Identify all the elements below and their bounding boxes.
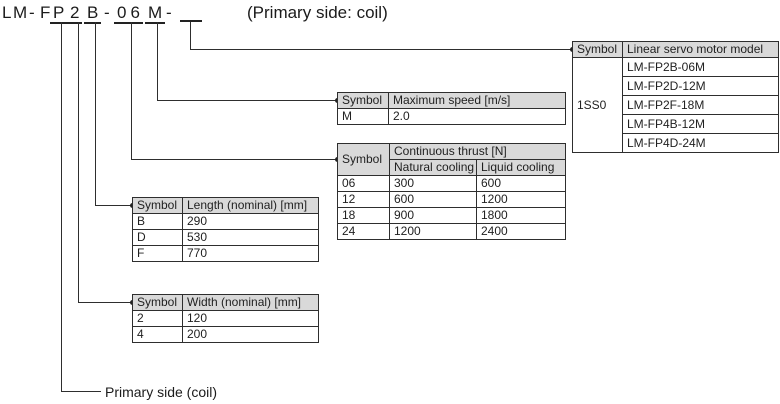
primary-side-note: (Primary side: coil) bbox=[247, 3, 388, 22]
thrust-liquid-header: Liquid cooling bbox=[475, 159, 567, 176]
thrust-natural-header: Natural cooling bbox=[389, 159, 477, 176]
table-row: D 530 bbox=[132, 229, 319, 246]
width-value-header: Width (nominal) [mm] bbox=[182, 294, 319, 311]
thrust-natural-cell: 1200 bbox=[389, 223, 477, 240]
speed-value-cell: 2.0 bbox=[388, 108, 566, 125]
length-table: Symbol Length (nominal) [mm] B 290 D 530… bbox=[132, 197, 319, 262]
code-dash: - bbox=[104, 3, 110, 22]
model-cell: LM-FP2B-06M bbox=[622, 57, 779, 77]
model-table: Symbol Linear servo motor model 1SS0 LM-… bbox=[572, 41, 779, 153]
code-char-M-speed-digit: M bbox=[145, 3, 166, 24]
speed-symbol-cell: M bbox=[337, 108, 389, 125]
connector-thrust-horizontal bbox=[131, 159, 337, 160]
connector-primary-vertical bbox=[61, 22, 62, 391]
width-symbol-cell: 4 bbox=[132, 326, 183, 343]
model-symbol-cell: 1SS0 bbox=[572, 57, 623, 153]
table-row: 4 200 bbox=[132, 326, 319, 343]
code-blank-symbol bbox=[180, 3, 202, 22]
connector-width-horizontal bbox=[78, 302, 132, 303]
table-header-row: Symbol Linear servo motor model bbox=[572, 41, 779, 58]
model-cell: LM-FP2D-12M bbox=[622, 76, 779, 96]
length-value-cell: 290 bbox=[182, 213, 319, 230]
table-header-row: Symbol Length (nominal) [mm] bbox=[132, 197, 319, 214]
connector-length-horizontal bbox=[95, 205, 132, 206]
thrust-group-header: Continuous thrust [N] bbox=[388, 143, 567, 160]
code-dash: - bbox=[166, 3, 172, 22]
thrust-symbol-cell: 12 bbox=[337, 191, 390, 208]
width-symbol-cell: 2 bbox=[132, 310, 183, 327]
length-value-header: Length (nominal) [mm] bbox=[182, 197, 319, 214]
table-header-row: Symbol Continuous thrust [N] bbox=[337, 143, 567, 176]
table-row: 1SS0 LM-FP2B-06M bbox=[572, 57, 779, 153]
code-char-M: M bbox=[13, 3, 28, 22]
table-header-row: Symbol Width (nominal) [mm] bbox=[132, 294, 319, 311]
table-row: 18 900 1800 bbox=[337, 207, 567, 224]
speed-symbol-header: Symbol bbox=[337, 92, 389, 109]
model-cell: LM-FP2F-18M bbox=[622, 95, 779, 115]
code-dash: - bbox=[29, 3, 35, 22]
thrust-liquid-cell: 1200 bbox=[475, 191, 567, 208]
thrust-liquid-cell: 2400 bbox=[475, 223, 567, 240]
thrust-liquid-cell: 600 bbox=[475, 175, 567, 192]
width-symbol-header: Symbol bbox=[132, 294, 183, 311]
width-table: Symbol Width (nominal) [mm] 2 120 4 200 bbox=[132, 294, 319, 343]
table-subheader-row: Natural cooling Liquid cooling bbox=[338, 159, 567, 176]
code-char-0: 0 bbox=[117, 3, 127, 22]
length-symbol-header: Symbol bbox=[132, 197, 183, 214]
code-char-2-width-digit: 2 bbox=[67, 3, 83, 24]
model-name-header: Linear servo motor model bbox=[622, 41, 779, 58]
model-cell: LM-FP4B-12M bbox=[622, 114, 779, 134]
table-row: 06 300 600 bbox=[337, 175, 567, 192]
model-cell: LM-FP4D-24M bbox=[622, 133, 779, 153]
speed-table: Symbol Maximum speed [m/s] M 2.0 bbox=[337, 92, 566, 125]
table-row: F 770 bbox=[132, 245, 319, 262]
thrust-natural-cell: 600 bbox=[389, 191, 477, 208]
code-char-F: F bbox=[40, 3, 51, 22]
connector-speed-vertical bbox=[157, 22, 158, 100]
connector-primary-horizontal bbox=[61, 391, 101, 392]
length-value-cell: 770 bbox=[182, 245, 319, 262]
primary-side-label: Primary side (coil) bbox=[105, 384, 218, 400]
connector-blank-vertical bbox=[190, 22, 191, 49]
model-symbol-header: Symbol bbox=[572, 41, 623, 58]
table-row: M 2.0 bbox=[337, 108, 566, 125]
connector-width-vertical bbox=[78, 22, 79, 302]
table-row: 24 1200 2400 bbox=[337, 223, 567, 240]
connector-length-vertical bbox=[95, 22, 96, 205]
connector-thrust-vertical bbox=[131, 22, 132, 159]
length-value-cell: 530 bbox=[182, 229, 319, 246]
thrust-symbol-cell: 24 bbox=[337, 223, 390, 240]
connector-speed-horizontal bbox=[157, 100, 337, 101]
thrust-natural-cell: 900 bbox=[389, 207, 477, 224]
table-row: B 290 bbox=[132, 213, 319, 230]
table-row: 2 120 bbox=[132, 310, 319, 327]
table-row: LM-FP4D-24M bbox=[573, 133, 779, 153]
code-char-L: L bbox=[2, 3, 12, 22]
table-row: LM-FP4B-12M bbox=[573, 114, 779, 134]
width-value-cell: 200 bbox=[182, 326, 319, 343]
table-row: LM-FP2D-12M bbox=[573, 76, 779, 96]
thrust-symbol-cell: 18 bbox=[337, 207, 390, 224]
speed-value-header: Maximum speed [m/s] bbox=[388, 92, 566, 109]
code-char-P-width-digit: P bbox=[50, 3, 68, 24]
code-char-6: 6 bbox=[130, 3, 140, 22]
thrust-natural-cell: 300 bbox=[389, 175, 477, 192]
code-char-B-length-digit: B bbox=[84, 3, 102, 24]
length-symbol-cell: F bbox=[132, 245, 183, 262]
connector-blank-horizontal bbox=[190, 49, 572, 50]
length-symbol-cell: B bbox=[132, 213, 183, 230]
thrust-symbol-header: Symbol bbox=[337, 143, 390, 176]
thrust-symbol-cell: 06 bbox=[337, 175, 390, 192]
table-header-row: Symbol Maximum speed [m/s] bbox=[337, 92, 566, 109]
thrust-liquid-cell: 1800 bbox=[475, 207, 567, 224]
length-symbol-cell: D bbox=[132, 229, 183, 246]
table-row: 12 600 1200 bbox=[337, 191, 567, 208]
thrust-table: Symbol Continuous thrust [N] Natural coo… bbox=[337, 143, 567, 240]
width-value-cell: 120 bbox=[182, 310, 319, 327]
table-row: LM-FP2F-18M bbox=[573, 95, 779, 115]
